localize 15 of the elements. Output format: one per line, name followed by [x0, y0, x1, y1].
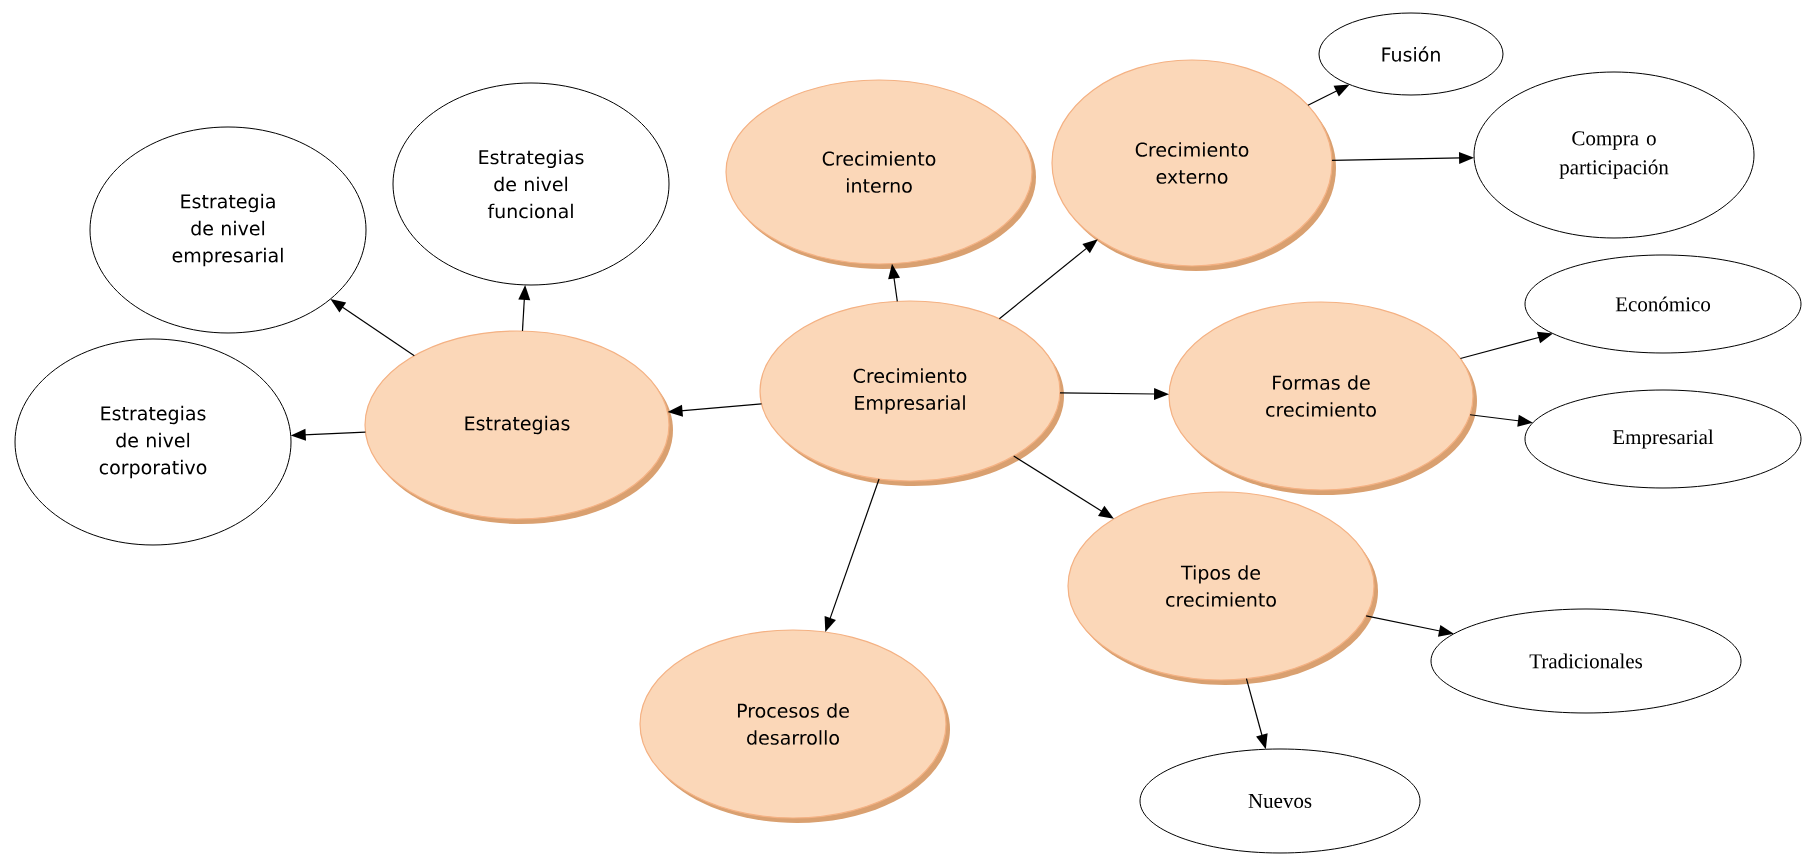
arrow [888, 263, 901, 302]
arrow [998, 239, 1098, 320]
arrow [1365, 615, 1454, 637]
arrow [330, 299, 415, 357]
arrow [1331, 151, 1475, 164]
arrow [1059, 387, 1170, 400]
arrow [290, 428, 367, 441]
arrow [1013, 455, 1114, 519]
arrow [1469, 414, 1533, 427]
arrow [824, 478, 880, 633]
arrow [1245, 678, 1268, 750]
arrow [518, 284, 531, 332]
arrow [1307, 84, 1350, 106]
arrow [667, 403, 763, 417]
arrow [1459, 331, 1553, 360]
